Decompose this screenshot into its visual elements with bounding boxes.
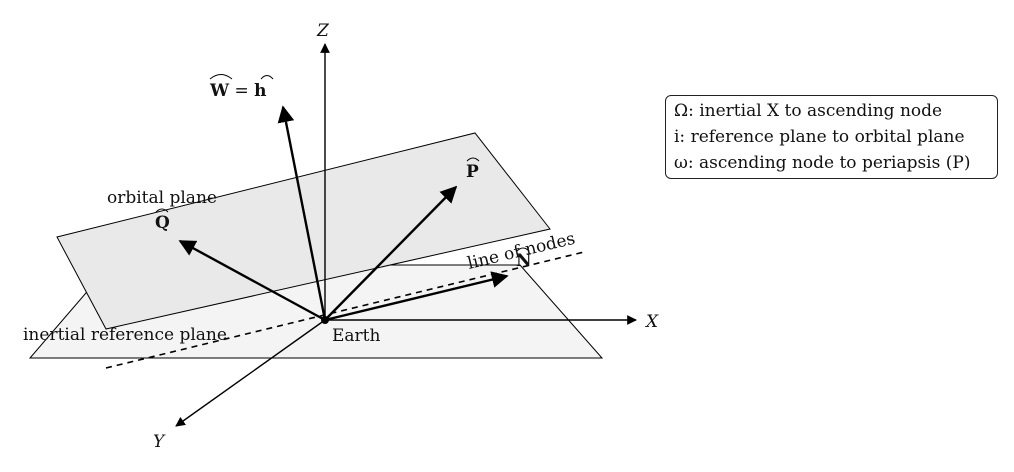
p-vector — [324, 185, 458, 321]
legend-inclination: i: reference plane to orbital plane — [674, 127, 965, 147]
w-symbol: W — [209, 81, 230, 101]
n-symbol: N — [516, 251, 532, 271]
legend-omega-cap: Ω: inertial X to ascending node — [674, 101, 943, 121]
x-axis-label: X — [644, 312, 659, 332]
n-vector — [324, 271, 509, 322]
p-symbol: P — [466, 162, 479, 182]
q-symbol: Q — [155, 213, 170, 233]
w-equals: = — [229, 81, 254, 101]
h-symbol: h — [254, 81, 266, 101]
n-hat — [516, 247, 530, 252]
y-axis — [175, 319, 326, 427]
p-vector-label: P — [466, 157, 480, 182]
w-hat — [209, 74, 233, 80]
earth-point — [321, 316, 329, 324]
orbital-plane — [56, 132, 551, 330]
w-vector — [277, 105, 327, 321]
legend-box: Ω: inertial X to ascending node i: refer… — [665, 95, 998, 179]
h-hat — [260, 75, 274, 80]
p-hat — [466, 157, 480, 162]
inertial-plane-label: inertial reference plane — [23, 325, 227, 345]
legend-omega: ω: ascending node to periapsis (P) — [674, 153, 971, 173]
earth-label: Earth — [332, 326, 381, 346]
z-axis-label: Z — [316, 21, 330, 41]
line-of-nodes — [105, 251, 585, 369]
orbital-plane-label: orbital plane — [107, 188, 217, 208]
q-vector — [178, 239, 326, 322]
svg-text:W = h: W = h — [209, 81, 267, 101]
n-vector-label: N — [516, 247, 532, 271]
q-vector-label: Q — [155, 208, 170, 233]
w-vector-label: W = h — [209, 74, 274, 101]
q-hat — [155, 208, 169, 213]
y-axis-label: Y — [153, 432, 166, 452]
